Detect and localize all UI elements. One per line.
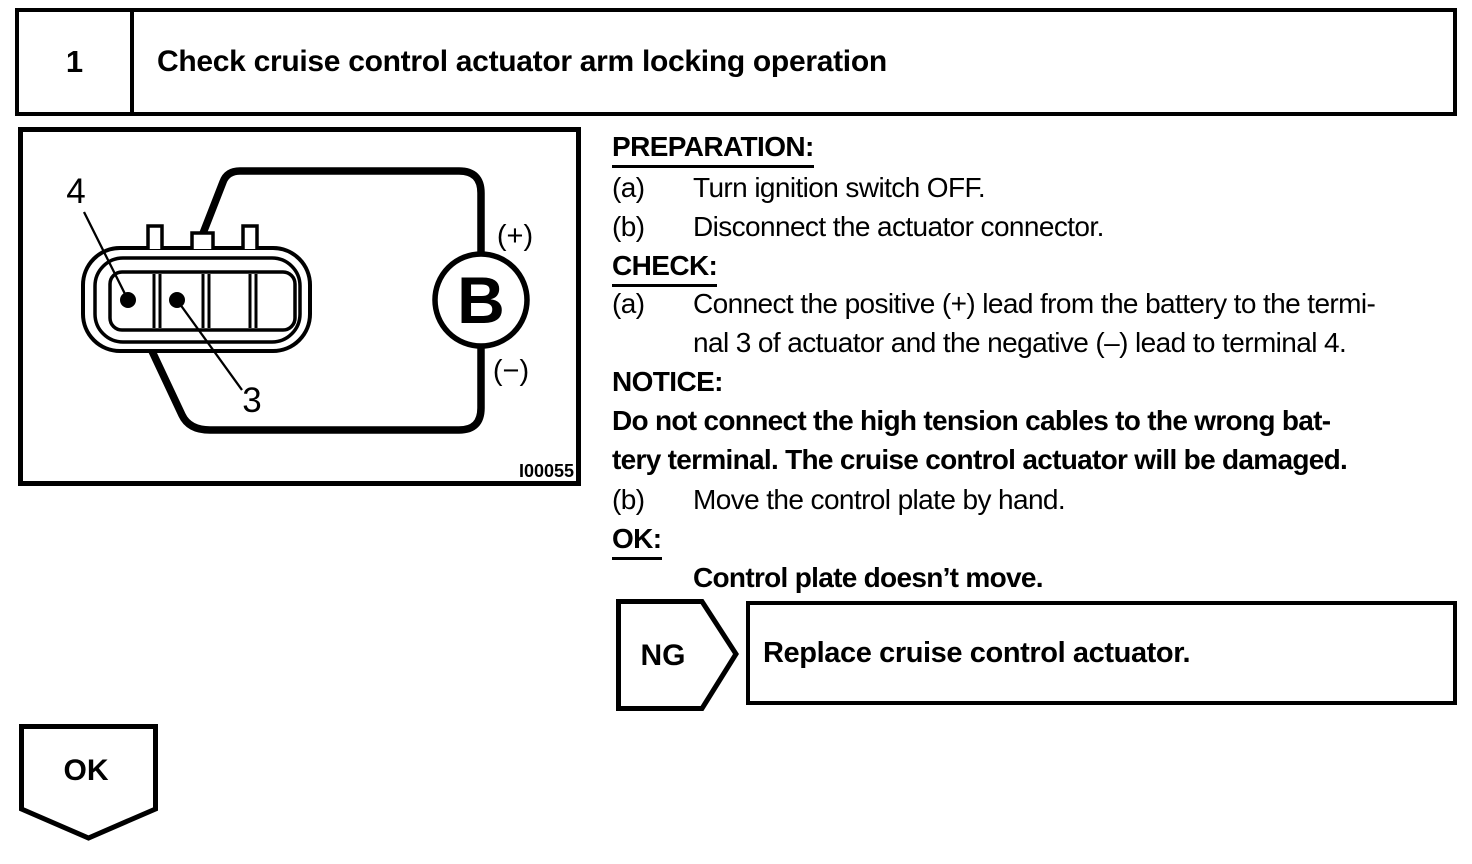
check-step-a-line2: nal 3 of actuator and the negative (–) l… xyxy=(693,327,1347,358)
battery-plus-label: (+) xyxy=(497,220,533,252)
battery-symbol xyxy=(432,251,530,349)
ok-flag-label: OK xyxy=(64,754,109,787)
ng-flag-shape xyxy=(616,599,739,711)
step-label: (b) xyxy=(612,211,645,242)
step-text: Disconnect the actuator connector. xyxy=(693,211,1104,242)
step-label: (a) xyxy=(612,288,645,319)
preparation-heading: PREPARATION: xyxy=(612,131,814,168)
terminal-3-callout: 3 xyxy=(242,381,261,420)
connector-tab xyxy=(146,224,164,249)
ng-flag-label: NG xyxy=(641,639,686,672)
terminal-4-callout: 4 xyxy=(66,172,85,211)
step-text: Turn ignition switch OFF. xyxy=(693,172,986,203)
battery-minus-label: (−) xyxy=(493,355,529,387)
connector-outer-shell xyxy=(81,246,312,353)
terminal-3-leader xyxy=(176,299,243,391)
positive-lead-wire xyxy=(173,167,485,302)
ng-action-text: Replace cruise control actuator. xyxy=(763,636,1191,669)
terminal-4-leader xyxy=(82,211,130,301)
negative-lead-wire xyxy=(124,298,485,434)
connector-tab xyxy=(241,224,259,249)
ok-criteria: Control plate doesn’t move. xyxy=(693,562,1044,593)
notice-line1: Do not connect the high tension cables t… xyxy=(612,405,1331,436)
step-text: Connect the positive (+) lead from the b… xyxy=(693,288,1376,319)
notice-line2: tery terminal. The cruise control actuat… xyxy=(612,444,1348,475)
connector-battery-diagram: 4 3 B (+) (−) I00055 xyxy=(18,127,581,486)
connector-inner-shell xyxy=(93,256,302,344)
check-heading: CHECK: xyxy=(612,250,718,287)
connector-cavity-outline xyxy=(108,270,297,332)
ok-flag: OK xyxy=(19,724,158,841)
step-header-table: 1 Check cruise control actuator arm lock… xyxy=(15,8,1457,116)
step-label: (b) xyxy=(612,484,645,515)
ng-action-box: Replace cruise control actuator. xyxy=(746,601,1457,705)
notice-heading: NOTICE: xyxy=(612,366,724,397)
wiring-diagram-figure: 4 3 B (+) (−) I00055 xyxy=(18,127,581,492)
step-label: (a) xyxy=(612,172,645,203)
step-text: Move the control plate by hand. xyxy=(693,484,1066,515)
step-number: 1 xyxy=(19,12,134,112)
battery-letter: B xyxy=(457,263,505,337)
figure-code: I00055 xyxy=(519,461,574,481)
ng-flag: NG xyxy=(616,599,739,711)
ok-flag-shape xyxy=(19,724,158,841)
connector-tab xyxy=(190,231,215,249)
ok-heading: OK: xyxy=(612,523,662,560)
step-title: Check cruise control actuator arm lockin… xyxy=(157,45,887,78)
